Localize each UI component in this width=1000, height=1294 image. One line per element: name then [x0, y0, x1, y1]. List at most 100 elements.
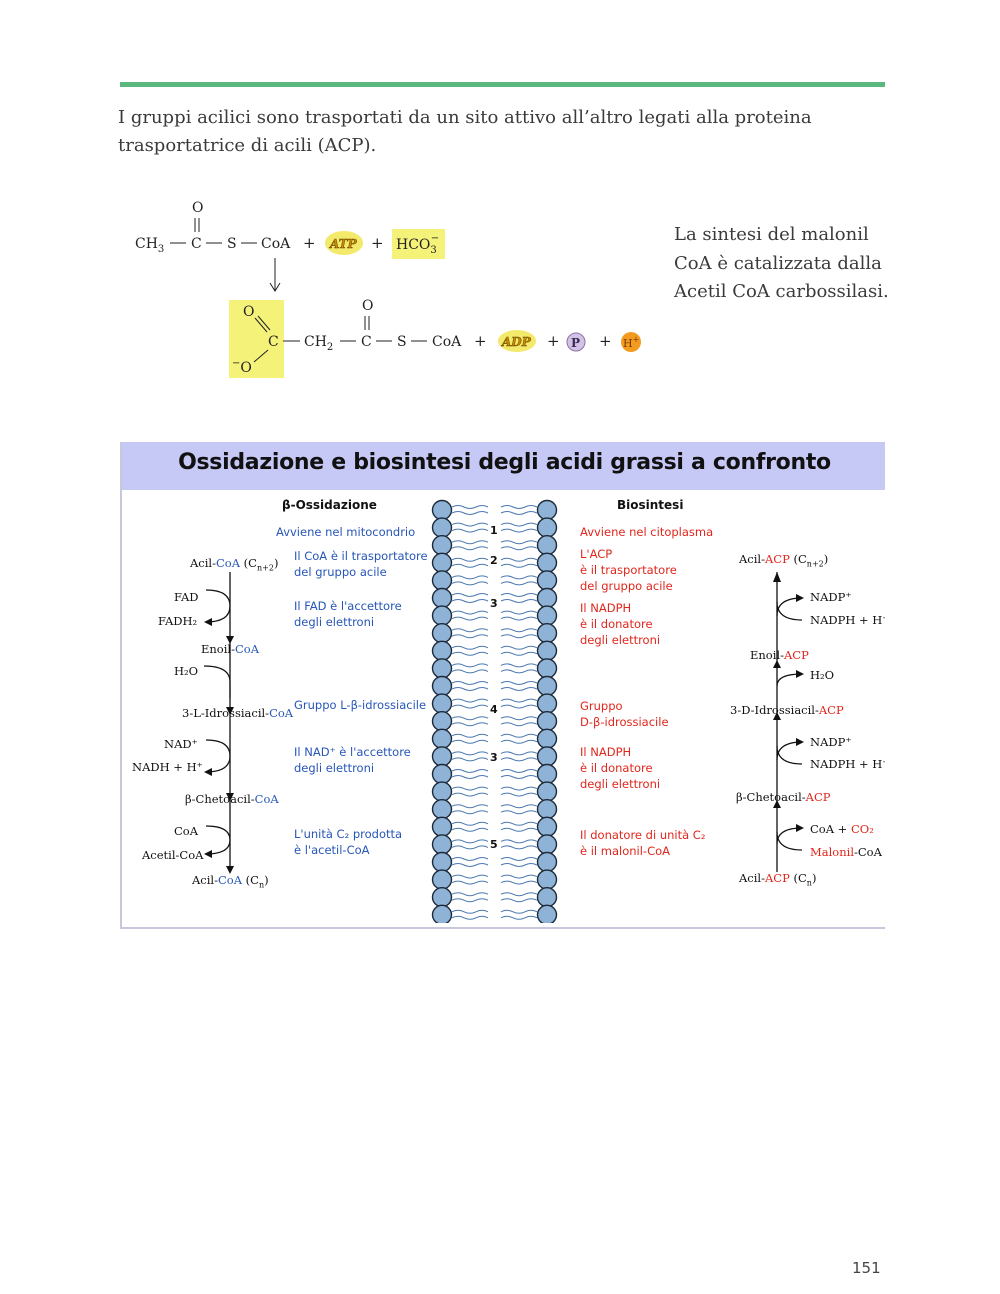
bead-right — [536, 675, 558, 697]
chain-left — [451, 775, 489, 779]
bead-left — [431, 781, 453, 802]
note-nadph-donor-b-2: è il donatore — [580, 761, 653, 775]
chain-left — [451, 557, 489, 562]
acil-coa-bottom: Acil-CoA (Cn) — [192, 873, 269, 890]
malonyl-coa-reaction: O CH3 C S CoA + ATP + HCO3− O C −O CH2 O… — [135, 200, 641, 378]
bead-right — [536, 834, 558, 855]
chain-right — [500, 511, 538, 515]
note-nad-acceptor: Il NAD⁺ è l'accettore — [294, 745, 411, 759]
nadp-label-1: NADP⁺ — [810, 590, 852, 604]
chain-left — [451, 651, 489, 656]
chain-right — [500, 616, 538, 621]
nadph-label-1: NADPH + H⁺ — [810, 613, 885, 627]
note-d-hydroxyacyl-2: D-β-idrossiacile — [580, 715, 669, 729]
bead-left — [431, 763, 453, 785]
chetoacil-acp: β-Chetoacil-ACP — [736, 790, 831, 804]
chain-left — [451, 546, 489, 551]
note-nadph-donor-3: degli elettroni — [580, 633, 661, 647]
bead-right — [536, 887, 558, 908]
nad-label: NAD⁺ — [164, 737, 198, 751]
bicarbonate: HCO3− — [396, 233, 439, 256]
bead-right — [536, 640, 558, 662]
chain-right — [500, 804, 538, 809]
phosphate-letter: P — [571, 336, 580, 350]
bead-left — [431, 904, 453, 923]
chain-left — [451, 786, 489, 791]
bead-left — [431, 622, 453, 644]
chain-right — [500, 839, 538, 844]
chain-left — [451, 704, 489, 709]
right-column-heading: Biosintesi — [617, 498, 684, 512]
carboxylate-oxygen: −O — [232, 358, 252, 376]
step-number: 2 — [490, 554, 498, 567]
chain-left — [451, 880, 489, 885]
acil-acp-top: Acil-ACP (Cn+2) — [739, 552, 829, 569]
bead-right — [536, 658, 558, 679]
chain-right — [500, 540, 538, 545]
bead-right — [536, 746, 558, 767]
coa-label-left: CoA — [174, 824, 199, 838]
bead-left — [431, 693, 453, 714]
bead-right — [536, 622, 558, 644]
chain-left — [451, 645, 489, 650]
bead-right — [536, 869, 558, 890]
proton-badge — [621, 332, 641, 352]
carboxyl-highlight — [229, 300, 284, 378]
chain-left — [451, 575, 489, 580]
note-nadph-donor-2: è il donatore — [580, 617, 653, 631]
note-nad-acceptor-2: degli elettroni — [294, 761, 375, 775]
chain-right — [500, 915, 538, 920]
h2o-right: H₂O — [810, 668, 835, 682]
enoil-acp: Enoil-ACP — [750, 648, 809, 662]
chain-right — [500, 863, 538, 867]
coa-label: CoA — [432, 334, 462, 350]
nadp-label-2: NADP⁺ — [810, 735, 852, 749]
chain-left — [451, 599, 489, 603]
ch3-group: CH3 — [135, 236, 164, 255]
bead-right — [536, 728, 558, 750]
bead-left — [431, 499, 453, 521]
chain-left — [451, 863, 489, 867]
chain-right — [500, 687, 538, 691]
sulfur-atom: S — [227, 236, 237, 252]
step-number: 4 — [490, 703, 498, 716]
note-d-hydroxyacyl: Gruppo — [580, 699, 623, 713]
chain-right — [500, 581, 538, 586]
side-note: La sintesi del malonil CoA è catalizzata… — [674, 224, 889, 302]
chain-right — [500, 874, 538, 879]
note-carrier-acp-3: del gruppo acile — [580, 579, 673, 593]
bead-left — [431, 816, 453, 837]
chain-right — [500, 751, 538, 756]
chain-right — [500, 557, 538, 562]
fadh2-label: FADH₂ — [158, 614, 198, 628]
bead-left — [431, 799, 453, 820]
chain-left — [451, 634, 489, 639]
chain-left — [451, 581, 489, 586]
thioester-oxygen: O — [362, 298, 373, 314]
chetoacil-coa: β-Chetoacil-CoA — [185, 792, 279, 806]
note-fad-acceptor: Il FAD è l'accettore — [294, 599, 402, 613]
nadh-label: NADH + H⁺ — [132, 760, 203, 774]
acil-acp-bottom: Acil-ACP (Cn) — [739, 871, 817, 888]
chain-left — [451, 687, 489, 691]
plus-sign: + — [599, 332, 612, 350]
chain-right — [500, 733, 538, 738]
note-c2-product-2: è l'acetil-CoA — [294, 843, 370, 857]
chain-left — [451, 663, 489, 668]
intro-paragraph: I gruppi acilici sono trasportati da un … — [118, 107, 812, 156]
note-carrier-acp-2: è il trasportatore — [580, 563, 677, 577]
biosynthesis-arrows — [773, 572, 804, 872]
chain-left — [451, 716, 489, 721]
fad-label: FAD — [174, 590, 199, 604]
coa-label: CoA — [261, 236, 291, 252]
note-location-cyto: Avviene nel citoplasma — [580, 525, 714, 539]
chain-left — [451, 857, 489, 861]
chain-left — [451, 804, 489, 809]
chain-right — [500, 663, 538, 668]
step-number: 3 — [490, 597, 498, 610]
note-fad-acceptor-2: degli elettroni — [294, 615, 375, 629]
hco3-highlight — [392, 229, 445, 259]
figure-header-band — [122, 442, 885, 490]
chain-left — [451, 915, 489, 920]
chain-left — [451, 739, 489, 744]
